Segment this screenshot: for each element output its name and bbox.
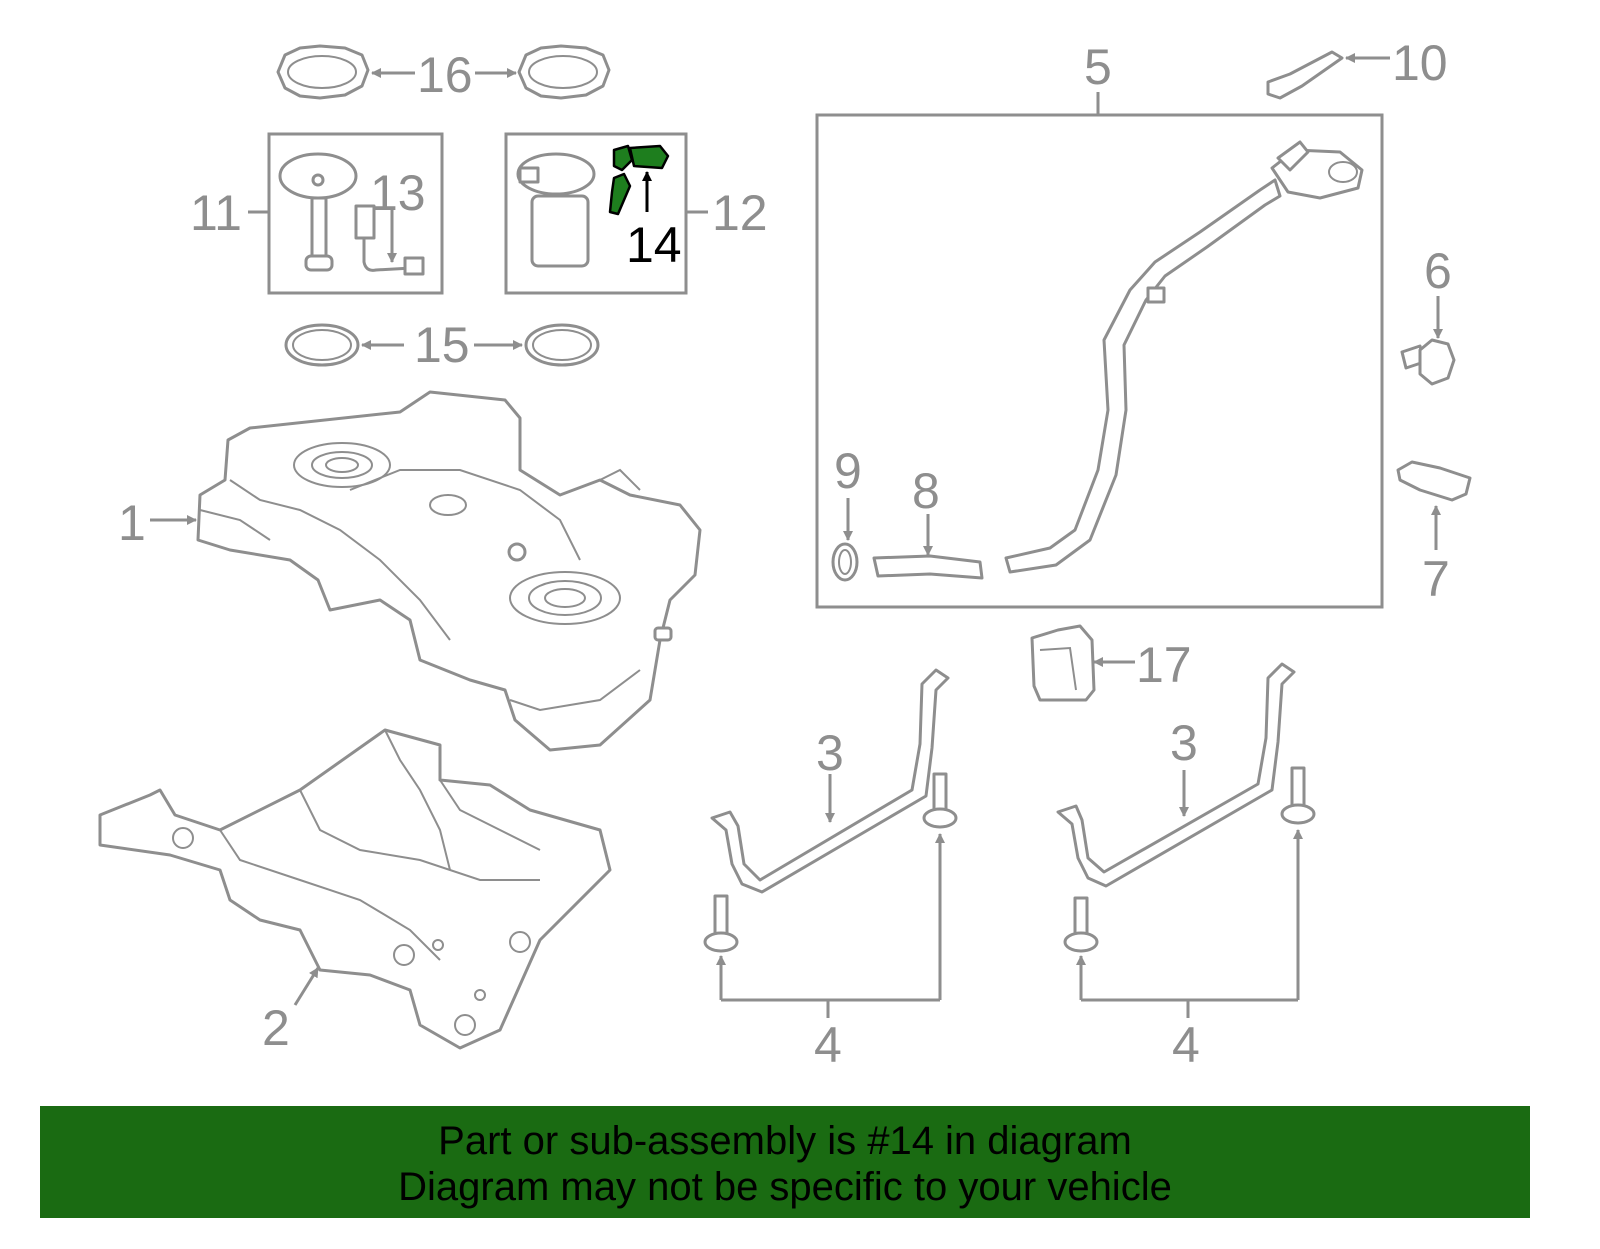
filler-pipe <box>1004 140 1364 574</box>
banner-line-1: Part or sub-assembly is #14 in diagram <box>438 1119 1132 1163</box>
callout-4-right: 4 <box>1172 1017 1200 1073</box>
heat-shield <box>98 728 612 1050</box>
strap-3-right <box>1056 662 1296 888</box>
seal-ring-15-left <box>284 323 360 367</box>
fuel-tank <box>196 390 702 752</box>
gasket-ring-16-left <box>276 44 370 100</box>
callout-12: 12 <box>712 185 768 241</box>
callout-1: 1 <box>118 495 146 551</box>
shield-17 <box>1030 624 1096 702</box>
bolt-4-right-a <box>1063 896 1099 953</box>
seal-ring-15-right <box>524 323 600 367</box>
banner-line-2: Diagram may not be specific to your vehi… <box>398 1165 1172 1209</box>
bolt-4-left-a <box>703 894 739 953</box>
callout-13: 13 <box>370 165 426 221</box>
cap-tether-10 <box>1266 50 1344 100</box>
callout-3-left: 3 <box>816 725 844 781</box>
highlighted-part-14 <box>608 144 670 216</box>
fuel-level-sender <box>278 152 358 272</box>
callout-6: 6 <box>1424 243 1452 299</box>
callout-3-right: 3 <box>1170 715 1198 771</box>
gasket-ring-16-right <box>517 44 611 100</box>
callout-4-left: 4 <box>814 1017 842 1073</box>
leader-4-right <box>1081 998 1298 1018</box>
callout-14: 14 <box>626 217 682 273</box>
hose-8 <box>872 554 984 580</box>
callout-17: 17 <box>1136 637 1192 693</box>
fuel-pump-module <box>516 152 596 268</box>
callout-7: 7 <box>1422 551 1450 607</box>
bracket-7 <box>1396 460 1472 502</box>
leader-4-left <box>721 998 940 1018</box>
callout-8: 8 <box>912 463 940 519</box>
callout-15: 15 <box>414 317 470 373</box>
callout-9: 9 <box>834 443 862 499</box>
strap-3-left <box>710 668 950 894</box>
bolt-4-left-b <box>922 772 958 829</box>
clamp-9 <box>831 542 859 582</box>
callout-11: 11 <box>190 185 242 241</box>
bolt-4-right-b <box>1280 766 1316 825</box>
callout-2: 2 <box>262 1000 290 1056</box>
callout-16: 16 <box>417 47 473 103</box>
callout-10: 10 <box>1392 35 1448 91</box>
callout-5: 5 <box>1084 39 1112 95</box>
leader-2 <box>293 967 320 1006</box>
bolt-6 <box>1400 338 1456 386</box>
info-banner: Part or sub-assembly is #14 in diagram D… <box>40 1106 1530 1218</box>
wiring-harness-13 <box>354 204 425 276</box>
